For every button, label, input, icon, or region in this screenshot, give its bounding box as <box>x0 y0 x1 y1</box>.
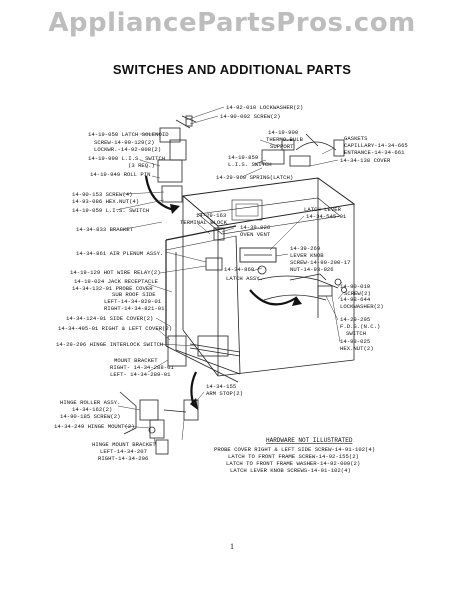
label-screw-top: 14-90-002 SCREW(2) <box>220 113 280 120</box>
page-number: 1 <box>230 542 234 551</box>
label-cover-138: 14-34-138 COVER <box>340 157 391 164</box>
label-lever-knob-screw: SCREW-14-90-200-17 <box>290 259 350 266</box>
label-thermo-bulb: THERMO.BULB <box>266 136 304 143</box>
label-hot-wire-relay: 14-19-129 HOT WIRE RELAY(2) <box>70 269 161 276</box>
hardware-line: LATCH TO FRONT FRAME WASHER-14-92-009(2) <box>226 460 360 467</box>
label-sub-roof-right: RIGHT-14-34-821-01 <box>104 305 165 312</box>
label-lockwasher-644: 14-98-644 <box>340 296 371 303</box>
label-latch-lever-part: 14-34-545-01 <box>306 213 347 220</box>
hardware-line: PROBE COVER RIGHT & LEFT SIDE SCREW-14-9… <box>214 446 375 453</box>
label-air-plenum: 14-34-861 AIR PLENUM ASSY. <box>76 250 163 257</box>
label-fds-nc: F.D.S.(N.C.) <box>340 323 380 330</box>
label-entrance: ENTRANCE-14-34-661 <box>344 149 405 156</box>
label-lever-knob: LEVER KNOB <box>290 252 324 259</box>
label-lis-switch-2-part: 14-19-859 <box>228 154 258 161</box>
label-mount-bracket-right: RIGHT- 14-34-288-01 <box>110 364 174 371</box>
label-sub-roof-left: LEFT-14-34-820-01 <box>104 298 162 305</box>
label-hinge-mount-bracket-right: RIGHT-14-34-206 <box>98 455 148 462</box>
label-gaskets: GASKETS <box>344 135 368 142</box>
leader-lines <box>115 106 345 447</box>
label-latch-solenoid: 14-19-050 LATCH SOLENOID <box>88 131 169 138</box>
label-hinge-mount-bracket-left: LEFT-14-34-207 <box>100 448 147 455</box>
label-right-left-cover: 14-34-495-01 RIGHT & LEFT COVER(2) <box>58 325 172 332</box>
label-hinge-roller-part: 14-34-162(2) <box>72 406 112 413</box>
label-screw-153: 14-90-153 SCREW(4) <box>72 191 132 198</box>
label-fds-switch: SWITCH <box>346 330 366 337</box>
label-roll-pin: 14-19-949 ROLL PIN <box>90 171 150 178</box>
label-screw-010-qty: SCREW(2) <box>344 290 371 297</box>
latch-solenoid-cluster <box>157 115 197 203</box>
hardware-line: LATCH LEVER KNOB SCREWS-14-91-102(4) <box>230 467 351 474</box>
label-hex-nut-025: 14-93-025 <box>340 338 370 345</box>
label-capillary: CAPILLARY-14-34-665 <box>344 142 408 149</box>
thermo-bulb-cluster <box>261 133 345 167</box>
label-solenoid-screw: SCREW-14-90-129(2) <box>94 139 154 146</box>
label-thermo-support: SUPPORT <box>270 143 294 150</box>
label-lockwasher-644-qty: LOCKWASHER(2) <box>340 303 384 310</box>
label-hex-nut-025-qty: HEX.NUT(2) <box>340 345 374 352</box>
label-mount-bracket-left: LEFT- 14-34-289-01 <box>110 371 171 378</box>
label-mount-bracket: MOUNT BRACKET <box>114 357 158 364</box>
label-arm-stop: ARM STOP(2) <box>206 390 243 397</box>
label-hinge-mount-bracket: HINGE MOUNT BRACKET <box>92 441 156 448</box>
label-hinge-roller-assy: HINGE ROLLER ASSY. <box>60 399 120 406</box>
label-solenoid-lockwasher: LOCKWR.-14-92-008(2) <box>94 146 161 153</box>
oven-cabinet-drawing <box>165 177 356 383</box>
hardware-line: LATCH TO FRONT FRAME SCREW-14-92-155(2) <box>228 453 359 460</box>
label-latch-spring: 14-29-960 SPRING(LATCH) <box>216 174 293 181</box>
label-oven-vent-part: 14-39-026 <box>240 224 270 231</box>
label-terminal-block-part: 14-29-163 <box>196 212 226 219</box>
label-lever-knob-nut: NUT-14-93-026 <box>290 266 334 273</box>
hardware-heading: HARDWARE NOT ILLUSTRATED <box>266 437 353 444</box>
label-side-cover: 14-34-124-01 SIDE COVER(2) <box>66 315 153 322</box>
hardware-not-illustrated: HARDWARE NOT ILLUSTRATED PROBE COVER RIG… <box>214 437 375 474</box>
label-latch-lever: LATCH LEVER <box>304 206 342 213</box>
label-hinge-mount: 14-34-249 HINGE MOUNT(2) <box>54 423 135 430</box>
label-hex-nut-086: 14-93-086 HEX.NUT(4) <box>72 198 139 205</box>
label-thermo-bulb-part: 14-19-900 <box>268 129 299 136</box>
label-hinge-interlock-switch: 14-29-296 HINGE INTERLOCK SWITCH <box>56 341 163 348</box>
label-jack-receptacle: 14-19-024 JACK RECEPTACLE <box>74 278 159 285</box>
label-latch-assy: LATCH ASSY. <box>226 275 263 282</box>
label-screw-010: 14-90-010 <box>340 283 371 290</box>
label-lis-switch-qty: (3 REQ.) <box>128 162 155 169</box>
label-lever-knob-part: 14-39-269 <box>290 245 320 252</box>
page-title: SWITCHES AND ADDITIONAL PARTS <box>112 62 352 77</box>
label-bracket-833: 14-34-833 BRACKET <box>76 226 134 233</box>
part-labels: 14-92-010 LOCKWASHER(2) 14-90-002 SCREW(… <box>54 104 408 462</box>
label-probe-cover: 14-34-132-01 PROBE COVER <box>72 285 153 292</box>
label-terminal-block: TERMINAL BLOCK <box>180 219 228 226</box>
label-lis-switch-3: 14-19-059 L.I.S. SWITCH <box>72 207 149 214</box>
arrow-heads <box>170 204 302 410</box>
label-lis-switch-2: L.I.S. SWITCH <box>228 161 272 168</box>
label-screw-185: 14-90-185 SCREW(2) <box>60 413 120 420</box>
label-arm-stop-part: 14-34-155 <box>206 383 236 390</box>
label-sub-roof-side: SUB ROOF SIDE <box>112 291 156 298</box>
label-fds-switch-part: 14-29-295 <box>340 316 370 323</box>
label-latch-assy-part: 14-34-860 <box>224 266 255 273</box>
label-lockwasher: 14-92-010 LOCKWASHER(2) <box>226 104 303 111</box>
site-watermark: AppliancePartsPros.com <box>48 8 416 38</box>
label-oven-vent: OVEN VENT <box>240 231 271 238</box>
label-lis-switch-1: 14-19-990 L.I.S. SWITCH <box>88 155 165 162</box>
